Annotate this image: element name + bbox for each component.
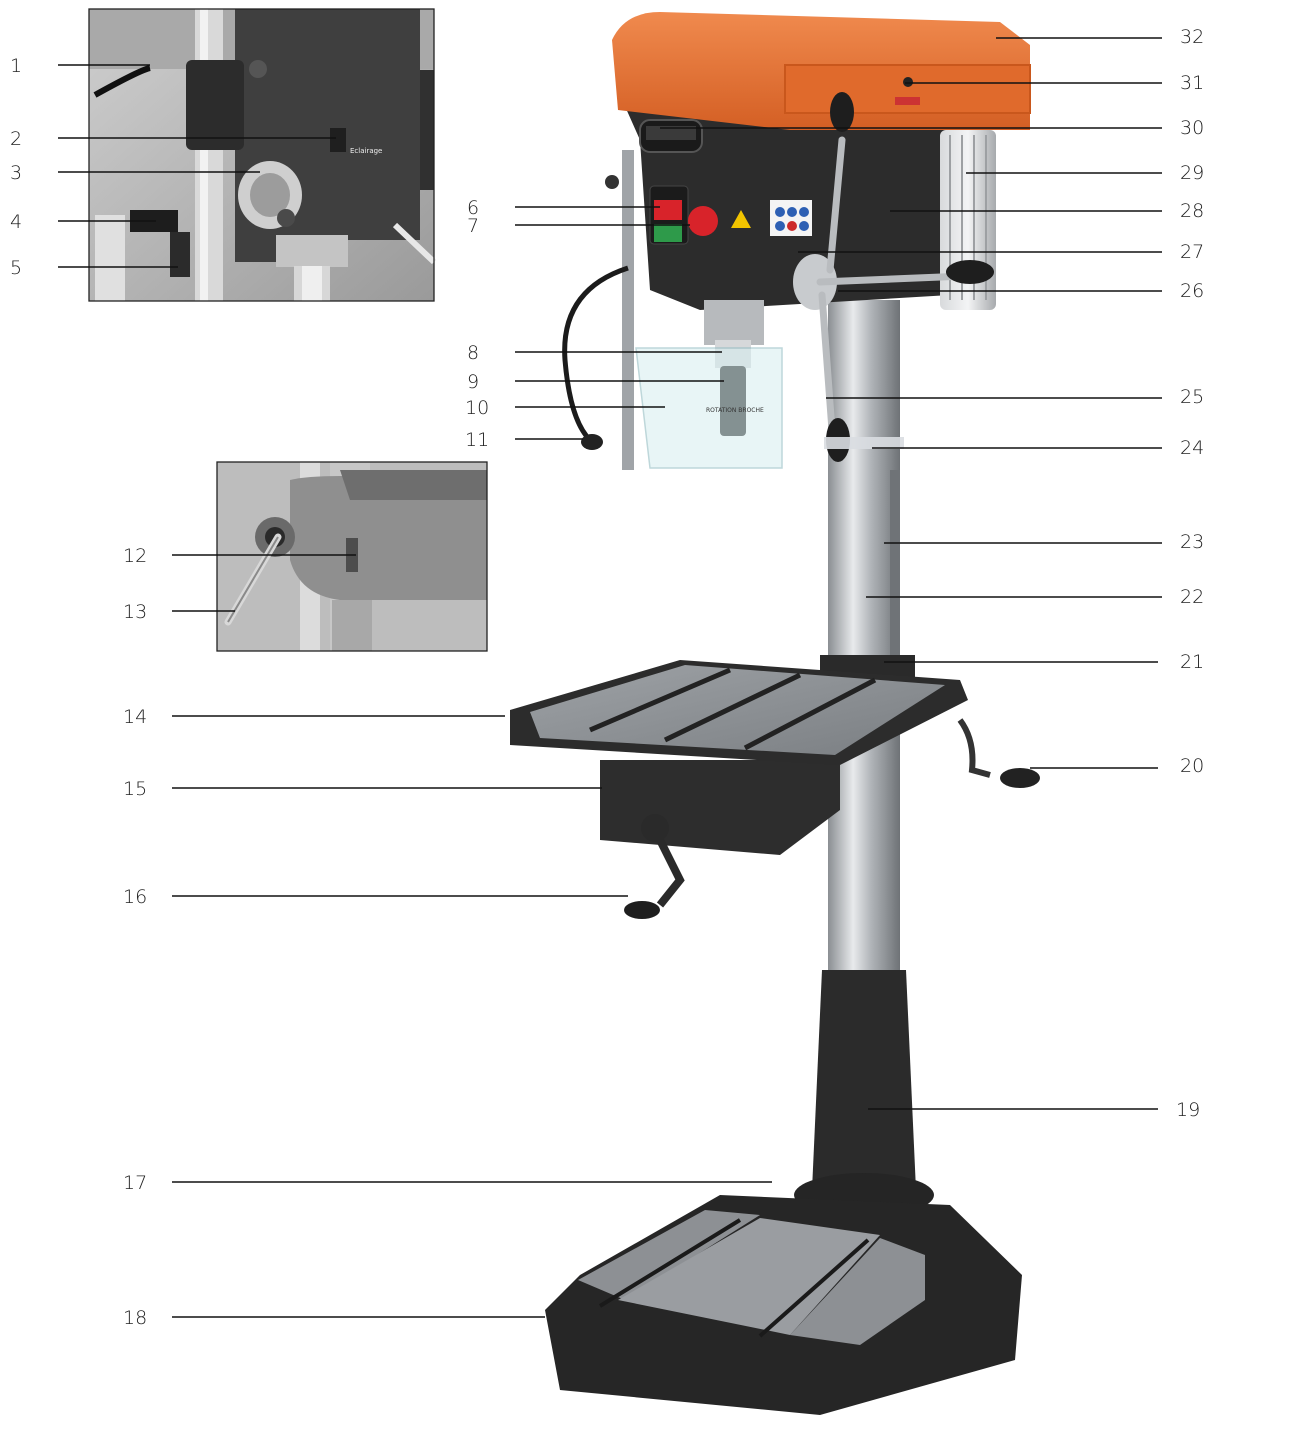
chuck-guard-label: ROTATION BROCHE — [706, 407, 764, 414]
callout-6: 6 — [467, 197, 479, 219]
callout-15: 15 — [123, 778, 147, 800]
callout-17: 17 — [123, 1172, 147, 1194]
callout-27: 27 — [1180, 241, 1204, 263]
callout-30: 30 — [1180, 117, 1204, 139]
drill-press-machine: ROTATION BROCHE — [510, 12, 1040, 1415]
leader-lines — [58, 37, 1162, 1318]
callout-numbers: 1 2 3 4 5 6 7 8 9 10 11 12 13 14 15 16 1… — [10, 26, 1204, 1329]
callout-31: 31 — [1180, 72, 1204, 94]
callout-32: 32 — [1180, 26, 1204, 48]
callout-18: 18 — [123, 1307, 147, 1329]
callout-25: 25 — [1180, 386, 1204, 408]
callout-5: 5 — [10, 257, 22, 279]
callout-16: 16 — [123, 886, 147, 908]
callout-1: 1 — [10, 55, 22, 77]
callout-11: 11 — [465, 429, 489, 451]
callout-14: 14 — [123, 706, 147, 728]
callout-2: 2 — [10, 128, 22, 150]
callout-19: 19 — [1176, 1099, 1200, 1121]
callout-4: 4 — [10, 211, 22, 233]
light-label: Eclairage — [350, 147, 382, 155]
callout-3: 3 — [10, 162, 22, 184]
callout-9: 9 — [467, 371, 479, 393]
callout-21: 21 — [1180, 651, 1204, 673]
callout-13: 13 — [123, 601, 147, 623]
callout-10: 10 — [465, 397, 489, 419]
callout-24: 24 — [1180, 437, 1204, 459]
inset-head-lock-detail — [216, 461, 488, 652]
callout-26: 26 — [1180, 280, 1204, 302]
callout-22: 22 — [1180, 586, 1204, 608]
callout-28: 28 — [1180, 200, 1204, 222]
callout-29: 29 — [1180, 162, 1204, 184]
callout-8: 8 — [467, 342, 479, 364]
callout-20: 20 — [1180, 755, 1204, 777]
callout-23: 23 — [1180, 531, 1204, 553]
callout-7: 7 — [467, 215, 479, 237]
callout-12: 12 — [123, 545, 147, 567]
inset-light-switch-detail: Eclairage — [88, 8, 437, 302]
